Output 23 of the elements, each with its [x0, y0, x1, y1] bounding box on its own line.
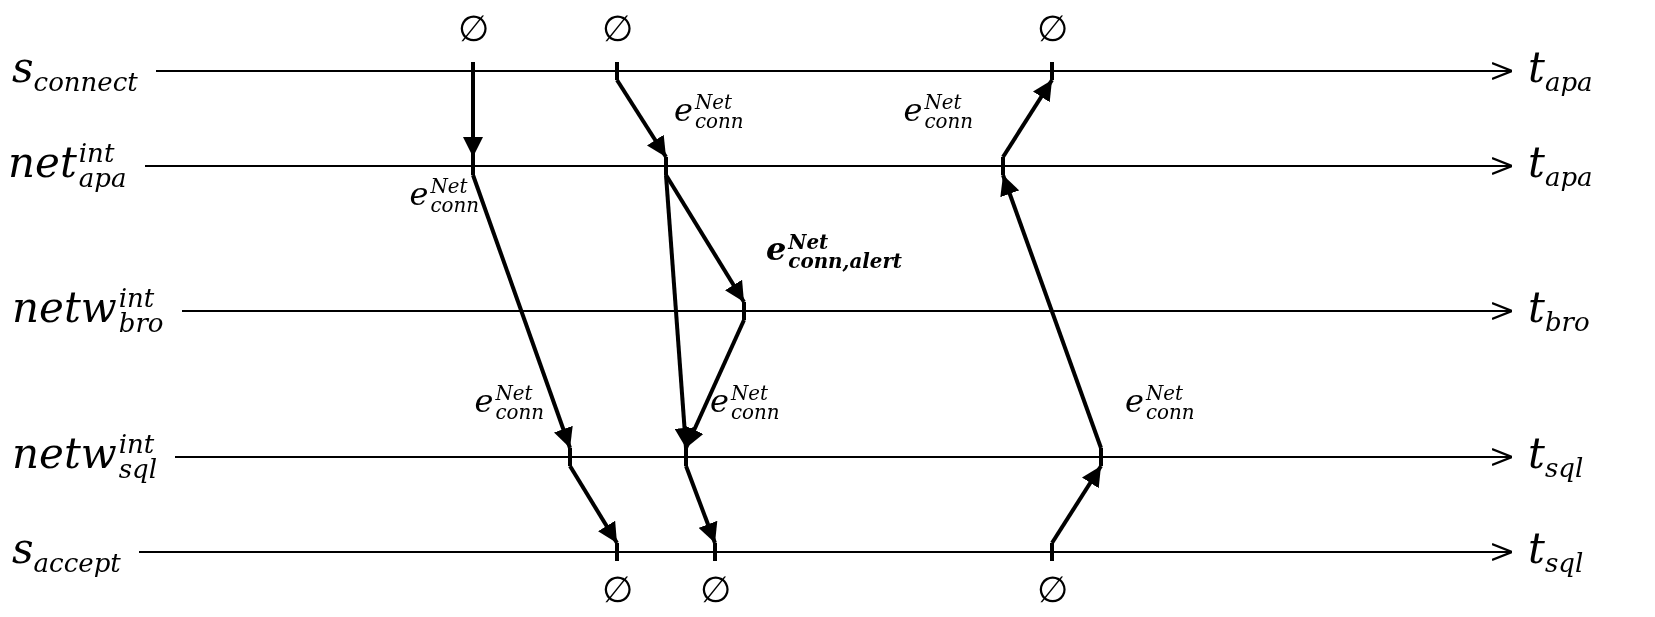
arrow: [1000, 174, 1103, 449]
arrow: [568, 464, 619, 545]
time-label: t$_{apa}$: [1528, 46, 1593, 96]
time-label: t$_{sql}$: [1528, 432, 1584, 482]
event-label: ∅: [699, 572, 731, 608]
time-label: t$_{apa}$: [1528, 141, 1593, 191]
arrow: [684, 465, 718, 544]
event-label: ∅: [601, 11, 633, 47]
event-label: ∅: [601, 572, 633, 608]
arrow: [615, 78, 668, 159]
arrow: [664, 174, 695, 449]
timeline-label: s$_{connect}$: [12, 46, 138, 96]
timeline-label: s$_{accept}$: [12, 527, 121, 577]
time-label: t$_{sql}$: [1528, 527, 1584, 577]
arrow: [684, 319, 746, 449]
event-label: ∅: [1036, 572, 1068, 608]
arrow: [1001, 78, 1054, 159]
time-label: t$_{bro}$: [1528, 286, 1590, 336]
arrow: [1050, 464, 1103, 545]
event-label: ∅: [457, 11, 489, 47]
arrow: [471, 174, 573, 449]
event-label: ∅: [1036, 11, 1068, 47]
arrow: [463, 80, 483, 157]
